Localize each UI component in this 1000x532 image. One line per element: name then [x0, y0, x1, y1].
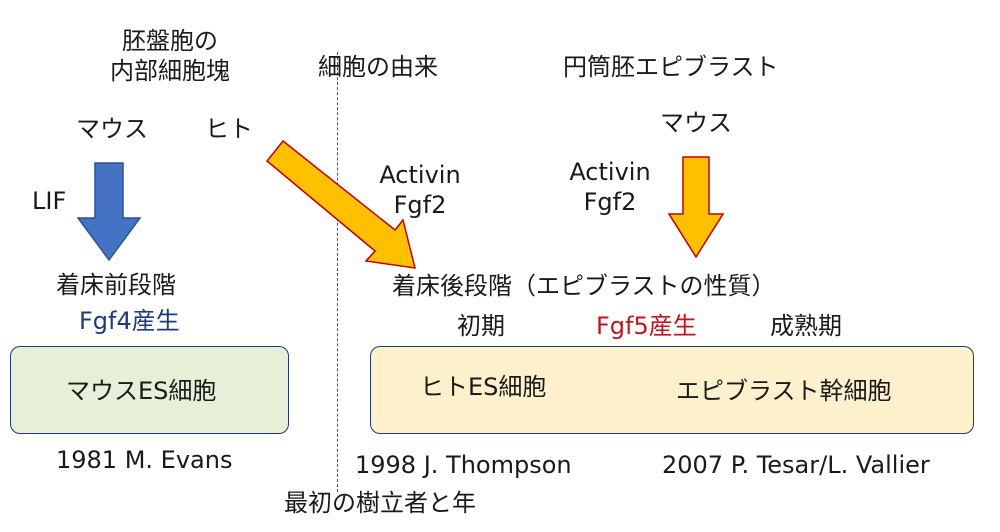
reference-thompson: 1998 J. Thompson [355, 451, 572, 479]
fgf4-production: Fgf4産生 [79, 307, 180, 335]
factor-group-left: Activin Fgf2 [370, 160, 470, 220]
factor-activin-right: Activin [569, 158, 651, 186]
species-mouse-right: マウス [660, 109, 732, 137]
factor-lif: LIF [32, 187, 67, 215]
stage-mature: 成熟期 [770, 312, 842, 340]
reference-evans: 1981 M. Evans [56, 446, 233, 474]
source-line-1: 胚盤胞の [122, 27, 218, 55]
mouse-es-box [10, 346, 289, 434]
factor-group-right: Activin Fgf2 [560, 157, 660, 217]
orange-down-arrow [667, 156, 725, 259]
divider-line [337, 52, 338, 492]
fgf5-production: Fgf5産生 [596, 312, 697, 340]
reference-caption: 最初の樹立者と年 [284, 489, 476, 517]
factor-fgf2-left: Fgf2 [393, 191, 447, 219]
blue-arrow-shape [76, 162, 142, 262]
stage-postimplantation: 着床後段階（エピブラストの性質） [392, 272, 776, 300]
human-es-label: ヒトES細胞 [420, 373, 547, 401]
blue-down-arrow [76, 162, 142, 262]
source-line-2: 内部細胞塊 [110, 57, 230, 85]
epiblast-title: 円筒胚エピブラスト [563, 53, 779, 81]
reference-tesar-vallier: 2007 P. Tesar/L. Vallier [662, 451, 930, 479]
stage-early: 初期 [457, 312, 505, 340]
species-mouse-left: マウス [76, 115, 148, 143]
factor-activin-left: Activin [379, 161, 461, 189]
source-label: 胚盤胞の 内部細胞塊 [100, 26, 240, 86]
epiblast-stem-label: エピブラスト幹細胞 [676, 377, 892, 405]
stem-cell-box [370, 346, 974, 434]
stage-preimplantation: 着床前段階 [56, 271, 176, 299]
factor-fgf2-right: Fgf2 [583, 188, 637, 216]
mouse-es-label: マウスES細胞 [66, 377, 217, 405]
orange-down-arrow-shape [667, 156, 725, 259]
origin-label: 細胞の由来 [318, 53, 438, 81]
orange-diagonal-arrow-shape [265, 139, 416, 269]
species-human: ヒト [205, 115, 253, 143]
